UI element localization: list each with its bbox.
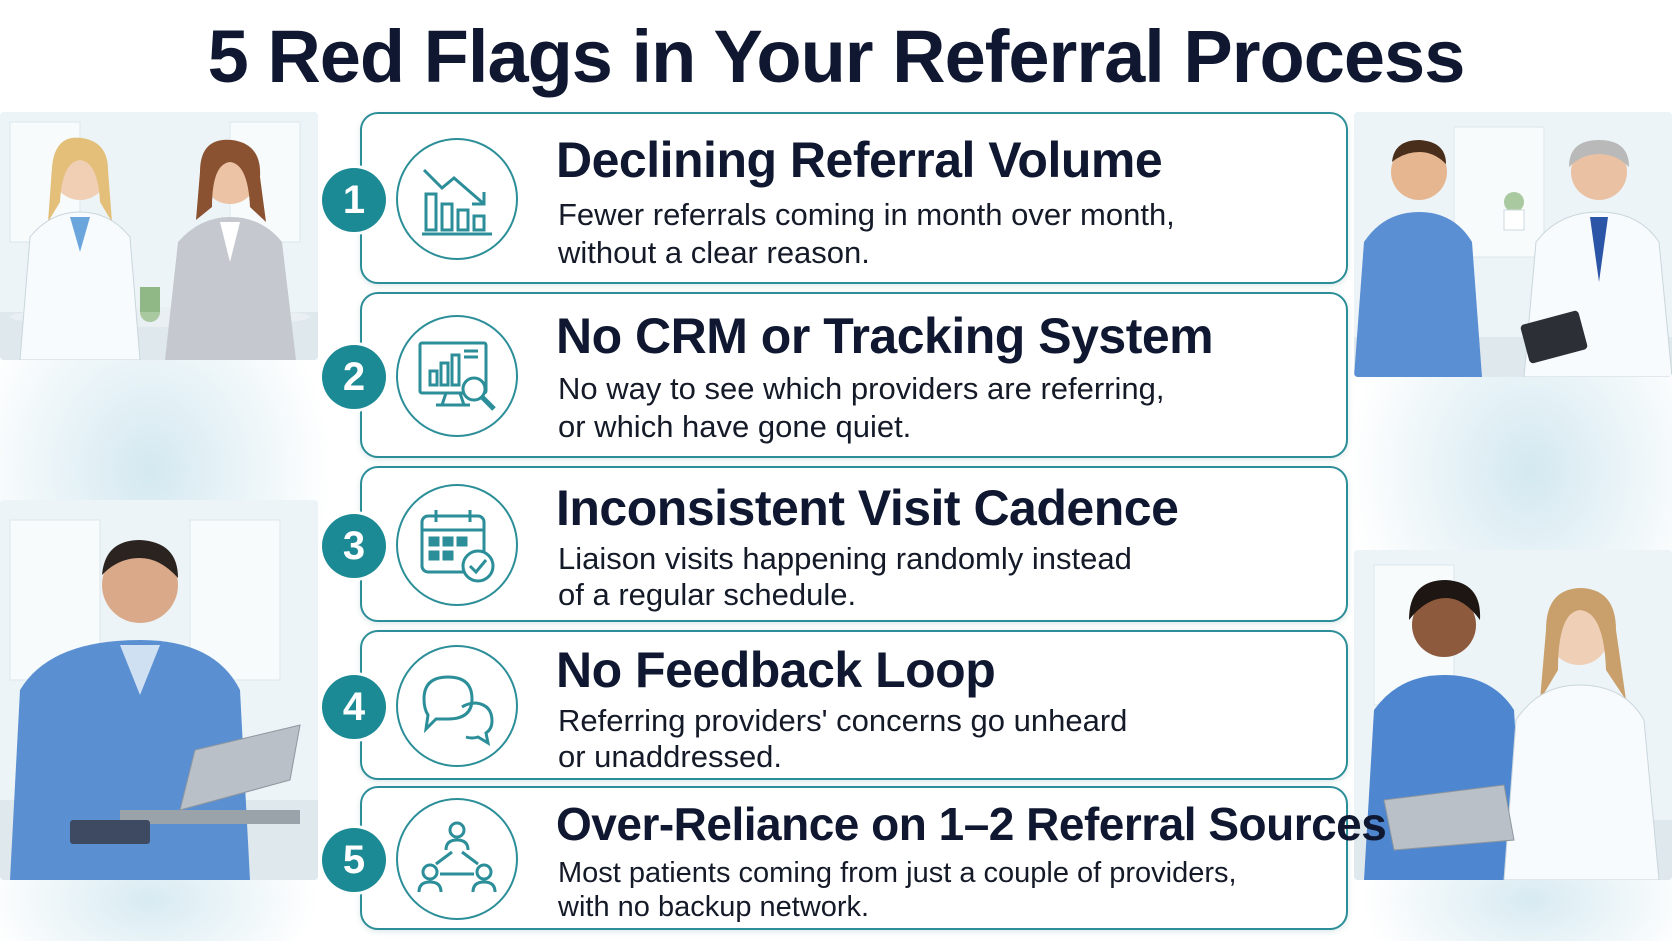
flag-number-badge: 2 [322,345,386,409]
flag-description-line-1: Fewer referrals coming in month over mon… [558,197,1175,232]
chat-bubbles-icon [422,675,494,747]
illustration-nurse-and-doctor [1354,550,1672,880]
photo-doctor-consultation-top-left [0,112,318,360]
flag-description-line-2: without a clear reason. [558,235,870,270]
icon-ring [396,138,518,260]
flag-title: No CRM or Tracking System [556,308,1214,364]
declining-bar-chart-icon [422,168,492,236]
icon-ring [396,315,518,437]
flag-description-line-1: Liaison visits happening randomly instea… [558,541,1132,576]
flag-description-line-2: or which have gone quiet. [558,409,912,444]
photo-doctor-patient-top-right [1354,112,1672,377]
icon-ring [396,645,518,767]
flag-description-line-2: or unaddressed. [558,739,783,774]
monitor-analytics-icon [418,341,496,411]
flag-description-line-1: Most patients coming from just a couple … [558,857,1237,889]
flag-card-over-reliance: 5 Over-Reliance on 1–2 Referral Sources … [322,786,1387,930]
flag-description-line-2: of a regular schedule. [558,577,857,612]
flag-description-line-1: No way to see which providers are referr… [558,371,1165,406]
flag-number-badge: 4 [322,675,386,739]
calendar-check-icon [420,510,495,583]
flag-number-badge: 3 [322,514,386,578]
icon-ring [396,484,518,606]
flag-title: Inconsistent Visit Cadence [556,480,1179,536]
flag-number-badge: 1 [322,168,386,232]
flag-card-no-crm: 2 No CRM or Tracking System No way to se… [322,292,1348,458]
flag-card-inconsistent-visit-cadence: 3 Inconsistent Visit Cadence Liaison vis… [322,466,1348,622]
page-title: 5 Red Flags in Your Referral Process [207,15,1466,98]
flag-description-line-1: Referring providers' concerns go unheard [558,703,1128,738]
icon-ring [396,798,518,920]
flag-title: Over-Reliance on 1–2 Referral Sources [556,798,1387,850]
illustration-doctors-talking [0,112,318,360]
flag-card-no-feedback-loop: 4 No Feedback Loop Referring providers' … [322,630,1348,780]
illustration-doctor-with-patient [1354,112,1672,377]
flag-card-declining-referral-volume: 1 Declining Referral Volume Fewer referr… [322,112,1348,284]
photo-nurse-doctor-bottom-right [1354,550,1672,880]
flag-description-line-2: with no backup network. [558,891,870,923]
photo-nurse-laptop-bottom-left [0,500,318,880]
flag-title: No Feedback Loop [556,642,996,698]
illustration-nurse-at-laptop [0,500,318,880]
flag-title: Declining Referral Volume [556,132,1163,188]
network-people-icon [417,821,497,893]
flag-number-badge: 5 [322,828,386,892]
